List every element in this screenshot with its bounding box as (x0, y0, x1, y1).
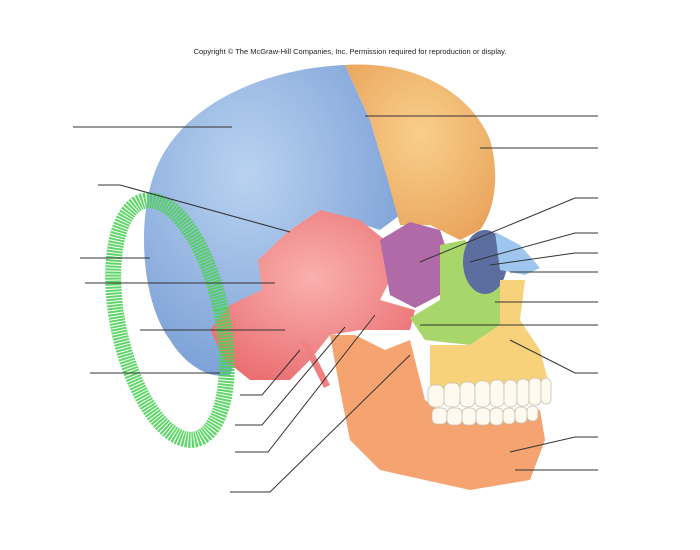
frontal-bone (345, 64, 496, 241)
nasal-bone (495, 232, 540, 275)
maxilla (430, 280, 548, 390)
temporal-bone (210, 210, 415, 380)
leader-lines (73, 115, 598, 493)
orbit (463, 230, 507, 294)
sphenoid-bone (380, 222, 450, 308)
copyright-notice: Copyright © The McGraw-Hill Companies, I… (193, 47, 507, 56)
teeth (427, 377, 552, 426)
highlight-ring (105, 192, 235, 448)
styloid-process (300, 340, 330, 388)
parietal-occipital-bone (143, 65, 400, 376)
